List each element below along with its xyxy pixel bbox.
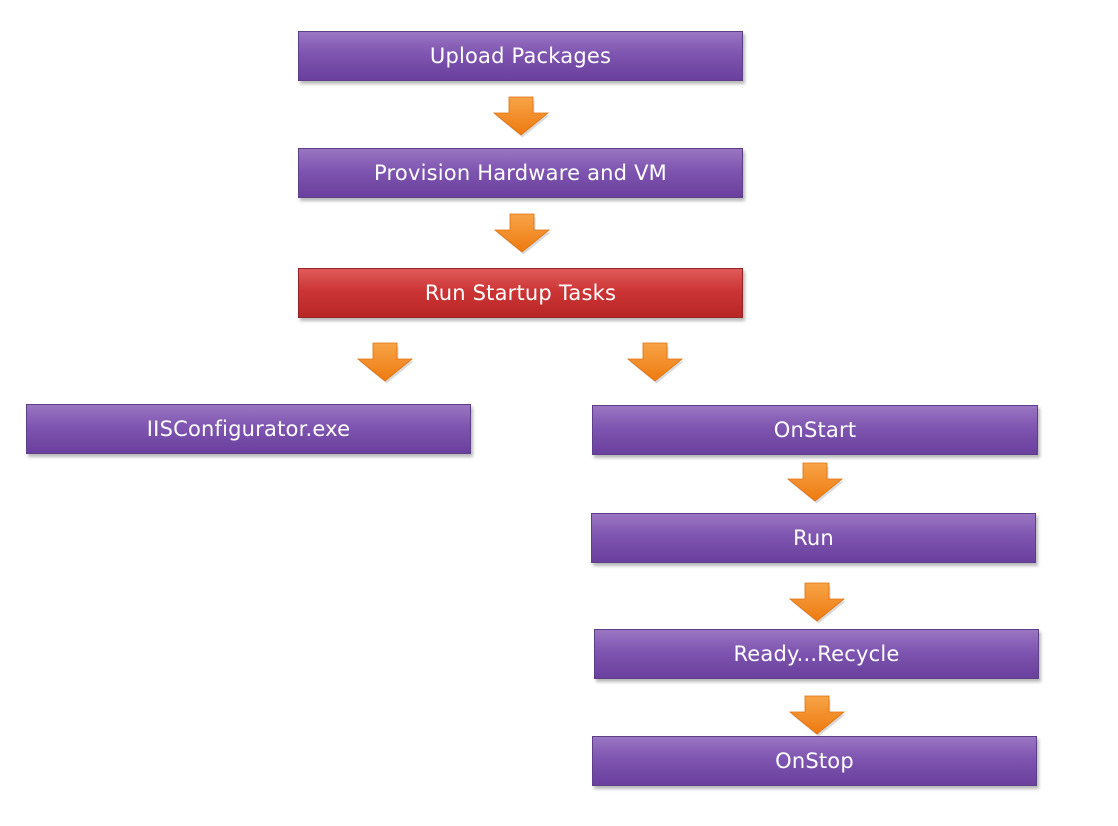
down-arrow-shape [788, 582, 846, 624]
down-arrow-shape [356, 342, 414, 384]
down-arrow-shape [492, 96, 550, 138]
step-ready-recycle: Ready...Recycle [594, 629, 1039, 679]
step-label: Provision Hardware and VM [374, 161, 667, 185]
down-arrow-shape [626, 342, 684, 384]
step-onstart: OnStart [592, 405, 1038, 455]
step-label: Ready...Recycle [733, 642, 900, 666]
step-label: Run Startup Tasks [424, 281, 617, 305]
step-upload-packages: Upload Packages [298, 31, 743, 81]
step-label: IISConfigurator.exe [146, 417, 351, 441]
down-arrow-icon [626, 342, 684, 384]
down-arrow-icon [788, 695, 846, 737]
down-arrow-shape [786, 462, 844, 504]
step-run-startup-tasks: Run Startup Tasks [298, 268, 743, 318]
down-arrow-icon [788, 582, 846, 624]
down-arrow-icon [356, 342, 414, 384]
step-label: OnStop [775, 749, 854, 773]
down-arrow-shape [493, 213, 551, 255]
down-arrow-shape [788, 695, 846, 737]
step-label: Upload Packages [429, 44, 612, 68]
down-arrow-icon [786, 462, 844, 504]
step-onstop: OnStop [592, 736, 1037, 786]
step-run: Run [591, 513, 1036, 563]
down-arrow-icon [493, 213, 551, 255]
step-label: OnStart [773, 418, 857, 442]
down-arrow-icon [492, 96, 550, 138]
step-iisconfigurator: IISConfigurator.exe [26, 404, 471, 454]
step-label: Run [793, 526, 834, 550]
step-provision-hardware: Provision Hardware and VM [298, 148, 743, 198]
